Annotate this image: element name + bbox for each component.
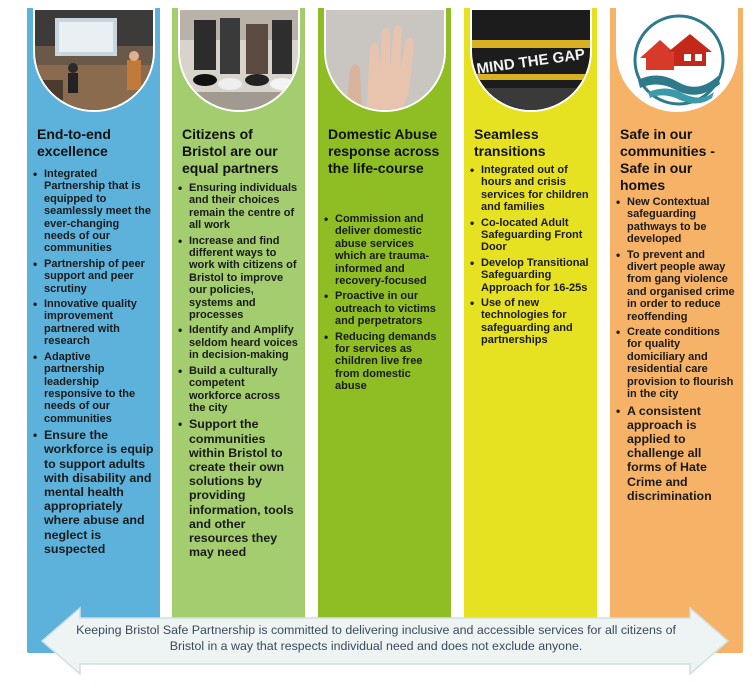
column-title: Domestic Abuse response across the life-… bbox=[328, 126, 440, 176]
list-item: Adaptive partnership leadership responsi… bbox=[33, 351, 154, 425]
column-citizens-equal-partners: Citizens of Bristol are our equal partne… bbox=[172, 8, 305, 653]
bullet-list: Commission and deliver domestic abuse se… bbox=[324, 213, 445, 396]
column-domestic-abuse-response: Domestic Abuse response across the life-… bbox=[318, 8, 451, 653]
list-item: Ensuring individuals and their choices r… bbox=[178, 182, 299, 232]
list-item: Create conditions for quality domiciliar… bbox=[616, 326, 737, 400]
list-item: Proactive in our outreach to victims and… bbox=[324, 290, 445, 327]
list-item: Develop Transitional Safeguarding Approa… bbox=[470, 257, 591, 294]
column-title: End-to-end excellence bbox=[37, 126, 111, 159]
houses-hands-logo bbox=[615, 8, 738, 112]
list-item: To prevent and divert people away from g… bbox=[616, 249, 737, 323]
list-item: Integrated Partnership that is equipped … bbox=[33, 168, 154, 255]
banner-statement: Keeping Bristol Safe Partnership is comm… bbox=[76, 623, 676, 653]
bullet-list: Integrated out of hours and crisis servi… bbox=[470, 164, 591, 350]
list-item: Reducing demands for services as childre… bbox=[324, 331, 445, 393]
list-item: Build a culturally competent workforce a… bbox=[178, 365, 299, 415]
column-title: Citizens of Bristol are our equal partne… bbox=[182, 126, 279, 176]
bullet-list: Ensuring individuals and their choices r… bbox=[178, 182, 299, 562]
list-item: A consistent approach is applied to chal… bbox=[616, 404, 737, 503]
raised-hand-photo bbox=[323, 8, 446, 112]
list-item: Commission and deliver domestic abuse se… bbox=[324, 213, 445, 287]
bullet-list: New Contextual safeguarding pathways to … bbox=[616, 196, 737, 506]
list-item: Partnership of peer support and peer scr… bbox=[33, 258, 154, 295]
column-safe-in-communities: Safe in our communities - Safe in our ho… bbox=[610, 8, 743, 653]
column-end-to-end-excellence: End-to-end excellence Integrated Partner… bbox=[27, 8, 160, 653]
list-item: Use of new technologies for safeguarding… bbox=[470, 297, 591, 347]
column-seamless-transitions: MIND THE GAP Seamless transitions Integr… bbox=[464, 8, 597, 653]
list-item: Support the communities within Bristol t… bbox=[178, 417, 299, 559]
column-title: Seamless transitions bbox=[474, 126, 546, 159]
column-title: Safe in our communities - Safe in our ho… bbox=[620, 126, 715, 193]
banner-double-arrow bbox=[40, 606, 730, 676]
list-item: New Contextual safeguarding pathways to … bbox=[616, 196, 737, 246]
list-item: Co-located Adult Safeguarding Front Door bbox=[470, 217, 591, 254]
list-item: Ensure the workforce is equip to support… bbox=[33, 428, 154, 556]
bullet-list: Integrated Partnership that is equipped … bbox=[33, 168, 154, 559]
presentation-photo bbox=[32, 8, 155, 112]
list-item: Integrated out of hours and crisis servi… bbox=[470, 164, 591, 214]
list-item: Increase and find different ways to work… bbox=[178, 235, 299, 322]
people-sitting-photo bbox=[177, 8, 300, 112]
list-item: Innovative quality improvement partnered… bbox=[33, 298, 154, 348]
mind-the-gap-photo: MIND THE GAP bbox=[469, 8, 592, 112]
list-item: Identify and Amplify seldom heard voices… bbox=[178, 324, 299, 361]
